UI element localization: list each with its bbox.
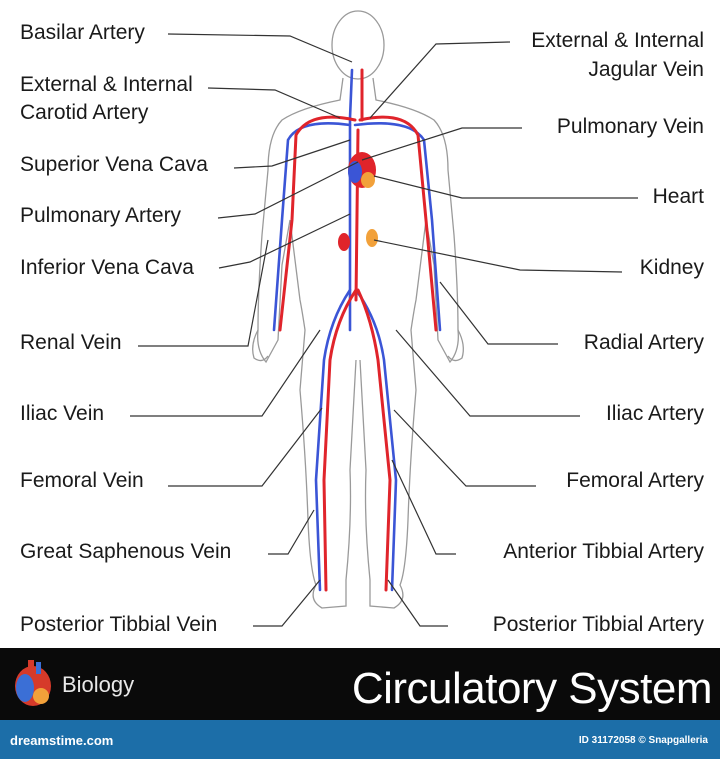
label-anterior-tibbial-artery: Anterior Tibbial Artery [503,540,704,563]
label-posterior-tibbial-vein: Posterior Tibbial Vein [20,613,218,636]
leader-radial [439,281,558,345]
arm-artery-right [358,115,438,332]
body-outline [252,10,464,609]
leg-artery-left [322,288,358,592]
leg-vein-right [354,288,398,592]
label-carotid-line2: Carotid Artery [20,101,149,124]
label-carotid-line1: External & Internal [20,73,193,96]
arteries [278,68,438,592]
label-heart: Heart [652,185,704,208]
leader-iliac-artery [395,329,580,417]
leader-posterior-tibbial-artery [387,579,448,627]
leader-heart [373,175,638,199]
kidney-organ [338,229,378,251]
leader-pulmonary-vein [361,127,522,161]
label-femoral-vein: Femoral Vein [20,469,144,492]
arm-artery-left [278,115,357,332]
leader-lines [130,33,638,627]
torso-outline [257,77,459,609]
hand-left [252,329,269,362]
label-iliac-vein: Iliac Vein [20,402,105,425]
leader-superior-vena-cava [233,139,351,169]
leader-inferior-vena-cava [218,213,351,269]
leader-kidney [373,239,623,273]
label-great-saphenous-vein: Great Saphenous Vein [20,540,232,563]
hand-right [447,329,464,362]
watermark-bar [0,720,720,759]
label-femoral-artery: Femoral Artery [566,469,704,492]
leader-femoral-artery [393,409,536,487]
label-jugular-line2: Jagular Vein [588,58,704,81]
diagram-title: Circulatory System [351,664,713,713]
body-illustration [130,10,638,627]
leg-artery-right [356,288,392,592]
subject-label: Biology [62,672,135,697]
leader-basilar [167,33,353,63]
leg-vein-left [314,288,352,592]
label-pulmonary-artery: Pulmonary Artery [20,204,182,227]
leader-great-saphenous [268,509,315,555]
heart-organ [348,152,376,188]
label-jugular-line1: External & Internal [531,29,704,52]
leader-femoral-vein [168,407,323,487]
leader-posterior-tibbial-vein [253,579,321,627]
label-iliac-artery: Iliac Artery [605,402,704,425]
label-superior-vena-cava: Superior Vena Cava [20,153,208,176]
label-basilar-artery: Basilar Artery [20,21,145,44]
stock-id-text: ID 31172058 © Snapgalleria [578,735,708,746]
label-inferior-vena-cava: Inferior Vena Cava [20,256,194,279]
label-kidney: Kidney [639,256,704,279]
arm-vein-left [272,122,352,332]
leader-anterior-tibbial [391,459,456,555]
leader-carotid [207,87,341,119]
head-outline [331,10,385,80]
label-posterior-tibbial-artery: Posterior Tibbial Artery [492,613,704,636]
label-radial-artery: Radial Artery [583,331,704,354]
leader-renal-vein [138,239,269,347]
heart-icon [15,660,51,706]
leader-jugular [369,41,511,119]
leader-pulmonary-artery [217,161,359,219]
leader-iliac-vein [130,329,321,417]
jugular-vein-mark [348,68,354,120]
label-renal-vein: Renal Vein [20,331,122,354]
site-logo-text: dreamstime.com [10,733,114,748]
title-banner [0,648,720,720]
label-pulmonary-vein: Pulmonary Vein [556,115,704,138]
